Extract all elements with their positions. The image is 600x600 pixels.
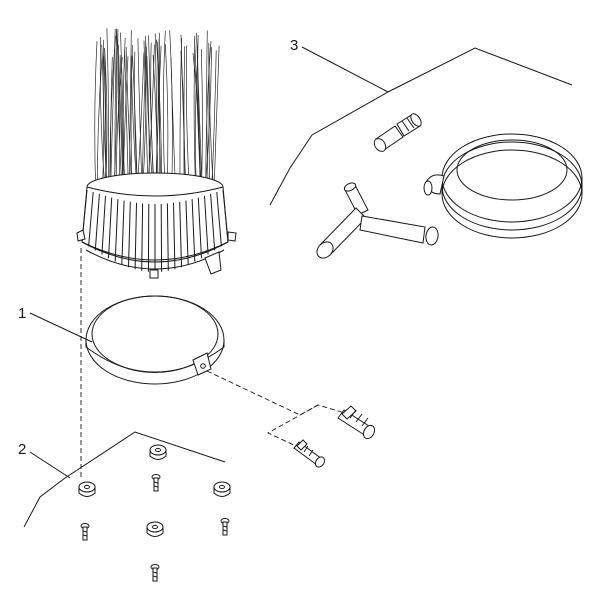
brush-bristle (158, 32, 161, 189)
basket-rib (134, 202, 137, 270)
basket-rib (185, 200, 189, 265)
basket-ribs (81, 189, 229, 272)
kit-panel-outline (23, 431, 226, 528)
brush-bristle (99, 37, 106, 189)
brush-filter-basket (76, 28, 237, 279)
kit3-panel-outline (269, 47, 573, 206)
brush-bristle (192, 53, 201, 191)
basket-rib (141, 203, 144, 271)
basket-rib (128, 201, 131, 268)
brush-bristle (97, 53, 103, 195)
brush-bristle (154, 33, 158, 189)
ring-screw-hole (200, 363, 206, 369)
y-connector (316, 182, 439, 259)
accessory-kit-panel: 3 (269, 37, 583, 259)
basket-rib (197, 197, 202, 259)
callout-2-label: 2 (18, 441, 26, 458)
clamp-ring (85, 295, 225, 385)
basket-rib (166, 203, 169, 271)
basket-rib (204, 195, 209, 255)
basket-rib (108, 197, 113, 259)
brush-bristle (186, 45, 191, 197)
basket-bottom-edge (81, 241, 229, 263)
basket-left-tab (76, 229, 86, 242)
basket-latch (204, 251, 222, 275)
foot-pad (149, 444, 167, 460)
brush-bristle (158, 38, 162, 189)
coiled-hose (423, 133, 583, 239)
brush-bristle (162, 30, 166, 196)
callout-1-label: 1 (18, 305, 26, 322)
brush-bristle (196, 32, 203, 195)
screw (220, 518, 230, 536)
basket-rib (222, 189, 229, 243)
brush-bristle (106, 28, 109, 194)
screw (151, 474, 161, 492)
basket-rib (216, 191, 222, 247)
hose-connector-small (293, 439, 326, 468)
brush-bristle (94, 41, 98, 193)
basket-right-tab (227, 231, 237, 242)
screw (150, 564, 160, 582)
ring-band-depth (85, 340, 225, 373)
callout-2-leader (29, 451, 71, 479)
brush-bristle (150, 42, 155, 189)
brush-bristle (136, 52, 145, 193)
foot-pad (213, 481, 231, 497)
basket-rib (121, 200, 125, 265)
basket-rib (88, 191, 94, 247)
basket-bottom-tab (149, 269, 159, 279)
basket-rib (94, 193, 100, 251)
basket-rib (114, 199, 119, 262)
callout-1-leader (29, 312, 93, 343)
callout-3-label: 3 (290, 37, 298, 54)
basket-rib (101, 195, 106, 255)
basket-rib (173, 202, 176, 270)
basket-rib (191, 199, 196, 262)
brush-bristle (213, 45, 220, 194)
brush-bristle (147, 44, 155, 189)
foot-pad (146, 521, 164, 537)
callout-1: 1 (18, 305, 93, 343)
brush-bristle (210, 50, 217, 200)
hose-connector-large (337, 405, 376, 440)
callout-3-leader (301, 46, 389, 93)
brush-bristle (104, 48, 108, 192)
brush-bristle (164, 44, 169, 194)
straight-connector (373, 113, 422, 152)
brush-bristle (114, 30, 117, 189)
foot-pad (78, 481, 96, 497)
brush-bristle (169, 30, 173, 192)
mount-kit-panel: 2 (18, 431, 231, 582)
brush-bristle (134, 51, 139, 191)
brush-bristle (205, 41, 212, 194)
screw (80, 523, 90, 541)
brush-bristle (103, 55, 107, 190)
assembly-guide-lines (80, 248, 346, 480)
basket-rib (179, 201, 182, 268)
basket-rib (210, 193, 216, 251)
